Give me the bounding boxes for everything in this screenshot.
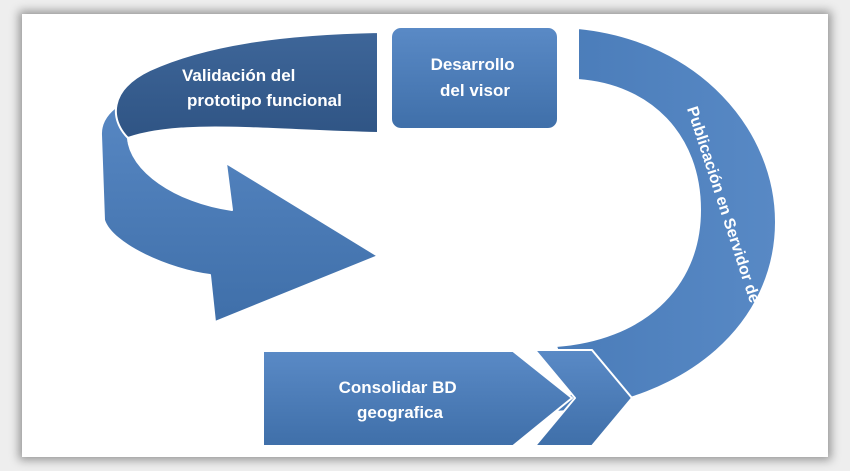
validation-label-line2: prototipo funcional [187,91,342,110]
arc-chevron-head [534,349,633,447]
development-label: Desarrollo del visor [431,55,520,100]
development-label-line1: Desarrollo [431,55,515,74]
validation-label-line1: Validación del [182,66,295,85]
diagram-frame: Validación del prototipo funcional Desar… [22,14,828,457]
development-label-line2: del visor [440,81,510,100]
consolidate-arrow [262,350,573,447]
process-cycle-diagram: Validación del prototipo funcional Desar… [99,26,780,447]
validation-label: Validación del prototipo funcional [182,66,342,110]
development-box [390,26,559,130]
consolidate-label-line2: geografica [357,403,444,422]
validation-arrow-top-face [115,31,379,139]
consolidate-label-line1: Consolidar BD [339,378,457,397]
consolidate-label: Consolidar BD geografica [339,378,462,422]
